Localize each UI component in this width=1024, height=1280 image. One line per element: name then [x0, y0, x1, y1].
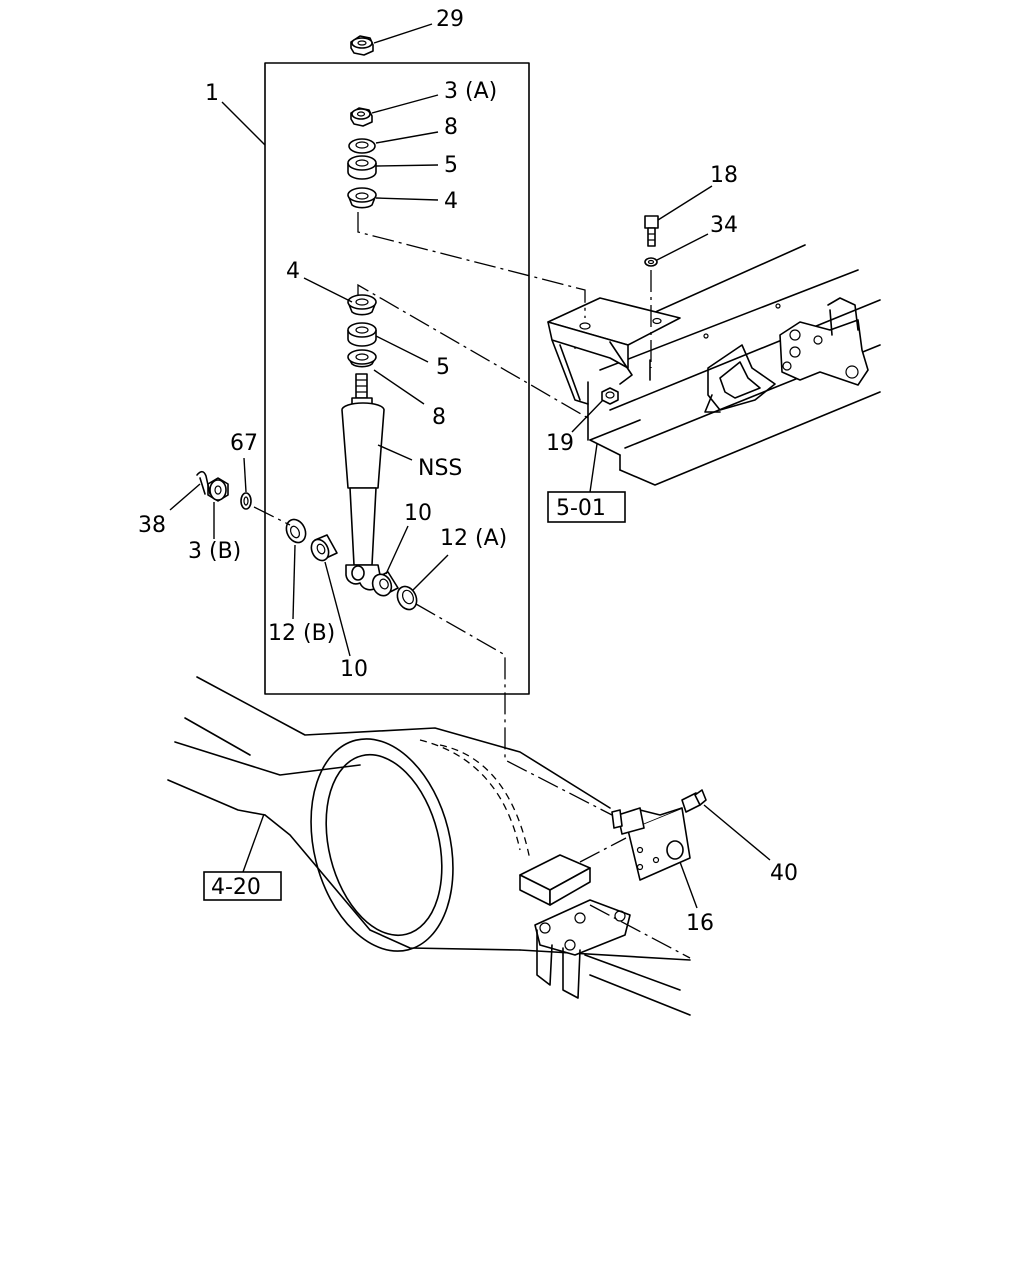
shock-absorber-assembly-box	[264, 62, 530, 695]
frame-mount-bracket	[547, 297, 681, 405]
spring-hanger-bracket	[779, 297, 869, 386]
axle-reference-label: 4-20	[211, 875, 261, 900]
lower-shock-bracket	[611, 807, 691, 881]
frame-reference-label: 5-01	[556, 496, 606, 521]
nut-3a	[350, 107, 373, 127]
callout-12a: 12 (A)	[440, 526, 507, 551]
centerline-upper-stud	[357, 283, 589, 419]
axle-reference-box	[203, 871, 282, 901]
callout-4-top: 4	[444, 189, 458, 214]
centerline-lower-right	[415, 603, 613, 816]
axle-housing	[167, 676, 691, 1016]
nut-3b	[207, 477, 229, 502]
bushing-5-top	[347, 155, 377, 180]
washer-12b	[285, 518, 307, 544]
leader-lines	[169, 23, 771, 909]
callout-34: 34	[710, 213, 738, 238]
centerline-axle-tube	[589, 904, 691, 959]
nut-29	[350, 35, 374, 56]
callout-5-mid: 5	[436, 355, 450, 380]
callout-29: 29	[436, 7, 464, 32]
callout-40: 40	[770, 861, 798, 886]
callout-67: 67	[230, 431, 258, 456]
callout-10-bottom: 10	[340, 657, 368, 682]
callout-8-mid: 8	[432, 405, 446, 430]
spring-seat-block	[519, 854, 591, 906]
callout-16: 16	[686, 911, 714, 936]
callout-38: 38	[138, 513, 166, 538]
callout-19: 19	[546, 431, 574, 456]
washer-34	[644, 257, 658, 267]
cotter-pin-38	[196, 470, 211, 495]
callout-12b: 12 (B)	[268, 621, 335, 646]
callout-3a: 3 (A)	[444, 79, 497, 104]
callout-8-top: 8	[444, 115, 458, 140]
callout-10-right: 10	[404, 501, 432, 526]
callout-18: 18	[710, 163, 738, 188]
bushing-5-mid	[347, 322, 377, 347]
washer-12a	[396, 585, 418, 611]
callout-1: 1	[205, 81, 219, 106]
callout-3b: 3 (B)	[188, 539, 241, 564]
retainer-4-mid	[347, 294, 377, 316]
callout-nss: NSS	[418, 456, 462, 481]
bushing-10-bottom	[310, 534, 338, 562]
centerline-bracket-axle	[579, 837, 627, 863]
frame-reference-box	[547, 491, 626, 523]
nut-19	[601, 387, 619, 405]
bolt-18	[644, 215, 659, 247]
bushing-10-right	[371, 571, 399, 597]
washer-8-top	[348, 138, 376, 154]
callout-5-top: 5	[444, 153, 458, 178]
bolt-40	[681, 789, 707, 813]
spring-plate	[534, 899, 631, 999]
washer-67	[240, 492, 252, 510]
shock-absorber	[341, 373, 385, 591]
centerline-top-mount	[357, 212, 586, 318]
washer-8-mid	[347, 349, 377, 368]
centerline-lower-left	[253, 506, 291, 526]
callout-4-mid: 4	[286, 259, 300, 284]
retainer-4-top	[347, 187, 377, 209]
frame-side-rail	[574, 244, 881, 486]
